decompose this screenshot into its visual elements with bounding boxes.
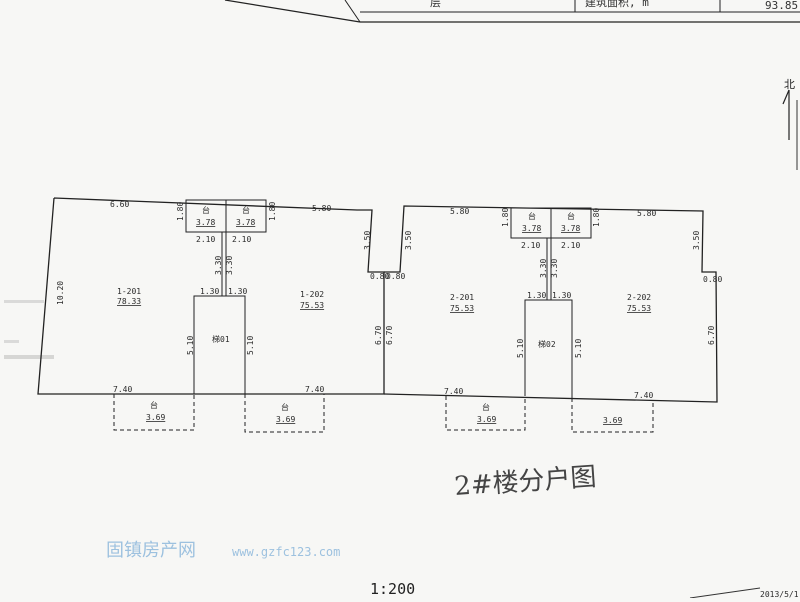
dim-right-core-4: 2.10: [561, 241, 580, 250]
left-balcony-bottom-2-label: 台: [281, 402, 289, 412]
header-floor-fragment: 层: [430, 0, 441, 9]
dim-left-depth: 6.70: [374, 326, 383, 345]
dim-left-top-2: 5.80: [312, 204, 331, 213]
right-balcony-bottom-1-label: 台: [482, 402, 490, 412]
dim-right-core-9: 5.10: [516, 339, 525, 358]
dim-left-core-4: 2.10: [232, 235, 251, 244]
left-balcony-top-1-area: 3.78: [196, 218, 215, 227]
header-area-value: 93.85: [765, 0, 798, 12]
scale-label: 1:200: [370, 580, 415, 598]
dim-right-core-1: 1.80: [501, 208, 510, 227]
dim-right-notch-4: 0.80: [703, 275, 722, 284]
right-balcony-top-1-area: 3.78: [522, 224, 541, 233]
dim-right-bottom-1: 7.40: [444, 387, 463, 396]
dim-right-core-6: 3.30: [550, 259, 559, 278]
dim-right-notch-2: 0.80: [386, 272, 405, 281]
dim-left-core-10: 5.10: [246, 336, 255, 355]
left-balcony-top-1-label: 台: [202, 205, 210, 215]
watermark-site-name: 固镇房产网: [106, 540, 196, 561]
dim-right-depth-2: 6.70: [707, 326, 716, 345]
right-balcony-bottom-1-area: 3.69: [477, 415, 496, 424]
dim-right-top-2: 5.80: [637, 209, 656, 218]
right-balcony-top-2-label: 台: [567, 211, 575, 221]
dim-left-bottom-2: 7.40: [305, 385, 324, 394]
right-stair-label: 梯02: [538, 339, 556, 349]
unit-2-201-code: 2-201: [450, 293, 474, 302]
dim-left-core-1: 1.80: [176, 202, 185, 221]
right-balcony-bottom-2-area: 3.69: [603, 416, 622, 425]
dim-left-core-5: 3.30: [214, 256, 223, 275]
north-label: 北: [784, 78, 795, 91]
left-balcony-top-2-area: 3.78: [236, 218, 255, 227]
corner-line: [689, 587, 761, 599]
left-bottom-balconies: [113, 394, 325, 433]
right-building-outline: [383, 205, 718, 403]
dim-right-core-7: 1.30: [527, 291, 546, 300]
right-balcony-top-2-area: 3.78: [561, 224, 580, 233]
dim-right-core-8: 1.30: [552, 291, 571, 300]
dim-right-top-1: 5.80: [450, 207, 469, 216]
left-building-outline: [37, 197, 385, 395]
unit-1-202-code: 1-202: [300, 290, 324, 299]
dim-left-core-3: 2.10: [196, 235, 215, 244]
left-stair-label: 梯01: [212, 334, 230, 344]
left-balcony-bottom-2-area: 3.69: [276, 415, 295, 424]
dim-left-side: 10.20: [56, 281, 65, 305]
left-core: [185, 199, 267, 394]
scan-noise: [4, 300, 54, 359]
dim-left-notch-2: 0.80: [370, 272, 389, 281]
right-bottom-balconies: [445, 396, 654, 433]
dim-right-notch-3: 3.50: [692, 231, 701, 250]
dim-right-notch-1: 3.50: [404, 231, 413, 250]
unit-2-201-area: 75.53: [450, 304, 474, 313]
dim-right-core-3: 2.10: [521, 241, 540, 250]
unit-2-202-area: 75.53: [627, 304, 651, 313]
dim-right-core-2: 1.80: [592, 208, 601, 227]
dim-left-core-9: 5.10: [186, 336, 195, 355]
unit-2-202-code: 2-202: [627, 293, 651, 302]
dim-right-core-5: 3.30: [539, 259, 548, 278]
header-area-label: 建筑面积, m: [585, 0, 649, 9]
dim-left-core-7: 1.30: [200, 287, 219, 296]
dim-left-bottom-1: 7.40: [113, 385, 132, 394]
header-table: [224, 0, 800, 23]
corner-date: 2013/5/1: [760, 590, 799, 598]
dim-left-core-6: 3.30: [225, 256, 234, 275]
dim-left-notch-1: 3.50: [363, 231, 372, 250]
unit-1-201-area: 78.33: [117, 297, 141, 306]
left-balcony-bottom-1-area: 3.69: [146, 413, 165, 422]
unit-1-201-code: 1-201: [117, 287, 141, 296]
dim-right-bottom-2: 7.40: [634, 391, 653, 400]
left-balcony-top-2-label: 台: [242, 205, 250, 215]
dim-right-depth-1: 6.70: [385, 326, 394, 345]
dim-left-core-8: 1.30: [228, 287, 247, 296]
left-balcony-bottom-1-label: 台: [150, 400, 158, 410]
dim-left-core-2: 1.80: [268, 202, 277, 221]
unit-1-202-area: 75.53: [300, 301, 324, 310]
watermark-url: www.gzfc123.com: [232, 545, 340, 559]
north-arrow-icon: [782, 89, 790, 140]
dim-right-core-10: 5.10: [574, 339, 583, 358]
handwritten-title: 2#楼分户图: [453, 462, 597, 502]
dim-left-top-1: 6.60: [110, 200, 129, 209]
right-core: [510, 207, 592, 398]
right-balcony-top-1-label: 台: [528, 211, 536, 221]
